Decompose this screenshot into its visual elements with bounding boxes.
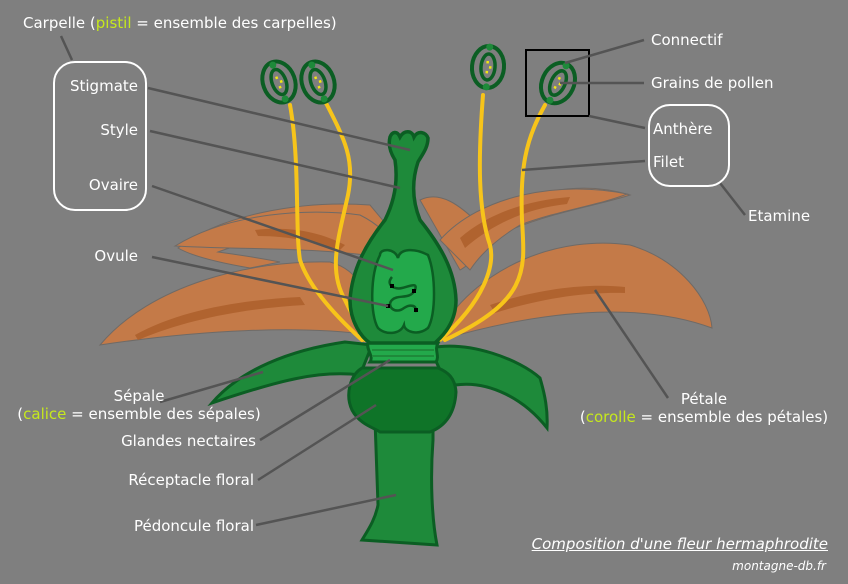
label-carpelle: Carpelle (pistil = ensemble des carpelle… <box>23 14 337 32</box>
label-grains-de-pollen: Grains de pollen <box>651 74 774 92</box>
label-filet: Filet <box>653 153 684 171</box>
nectar-glands <box>366 341 441 364</box>
leader-ovaire <box>151 184 394 272</box>
label-style: Style <box>100 121 138 139</box>
label-etamine: Etamine <box>748 207 811 225</box>
anther-3 <box>469 43 507 91</box>
leader-pedoncule <box>255 493 397 527</box>
receptacle <box>347 366 458 434</box>
filament-4 <box>443 103 547 342</box>
label-anthere: Anthère <box>653 120 713 138</box>
leader-ovule <box>151 255 389 308</box>
label-stigmate: Stigmate <box>69 77 138 95</box>
carpel-group-box <box>53 61 147 211</box>
ovule-dot <box>414 308 418 312</box>
filament-3 <box>438 93 494 342</box>
label-petale: Pétale (corolle = ensemble des pétales) <box>579 390 829 426</box>
highlight-calice: calice <box>23 405 67 423</box>
highlight-pistil: pistil <box>95 14 132 32</box>
ovary-septum <box>388 276 417 313</box>
pedoncule <box>359 418 439 547</box>
ovule-dot <box>412 289 416 293</box>
leader-sepale <box>159 370 264 404</box>
stamen-group-box <box>648 104 730 187</box>
highlight-corolle: corolle <box>585 408 636 426</box>
filament-1 <box>288 103 364 342</box>
sepal-right <box>427 344 549 433</box>
leader-carpelle <box>59 35 74 61</box>
petals <box>98 187 713 346</box>
ovary <box>370 248 436 335</box>
label-pedoncule-floral: Pédoncule floral <box>133 517 254 535</box>
label-receptacle-floral: Réceptacle floral <box>128 471 254 489</box>
leader-stigmate <box>147 86 411 152</box>
anther-1 <box>260 59 298 105</box>
label-connectif: Connectif <box>651 31 723 49</box>
leader-petale <box>593 289 670 399</box>
diagram-title: Composition d'une fleur hermaphrodite <box>531 535 828 553</box>
leader-glandes <box>259 358 391 442</box>
label-ovule: Ovule <box>94 247 138 265</box>
anther-2 <box>299 59 337 105</box>
label-sepale: Sépale (calice = ensemble des sépales) <box>17 387 261 423</box>
source-credit: montagne-db.fr <box>732 559 826 573</box>
leader-anthere <box>588 114 646 130</box>
label-ovaire: Ovaire <box>88 176 138 194</box>
leader-style <box>149 129 401 190</box>
ovule-dot <box>390 284 394 288</box>
leader-connectif <box>564 38 645 65</box>
leader-receptacle <box>257 403 377 482</box>
label-glandes-nectaires: Glandes nectaires <box>121 432 256 450</box>
leader-filet <box>521 159 646 172</box>
petal-right-upper <box>439 188 629 271</box>
leader-lines <box>59 35 746 527</box>
leader-etamine <box>719 182 746 216</box>
anthers <box>260 43 578 106</box>
anther-4 <box>538 60 578 106</box>
